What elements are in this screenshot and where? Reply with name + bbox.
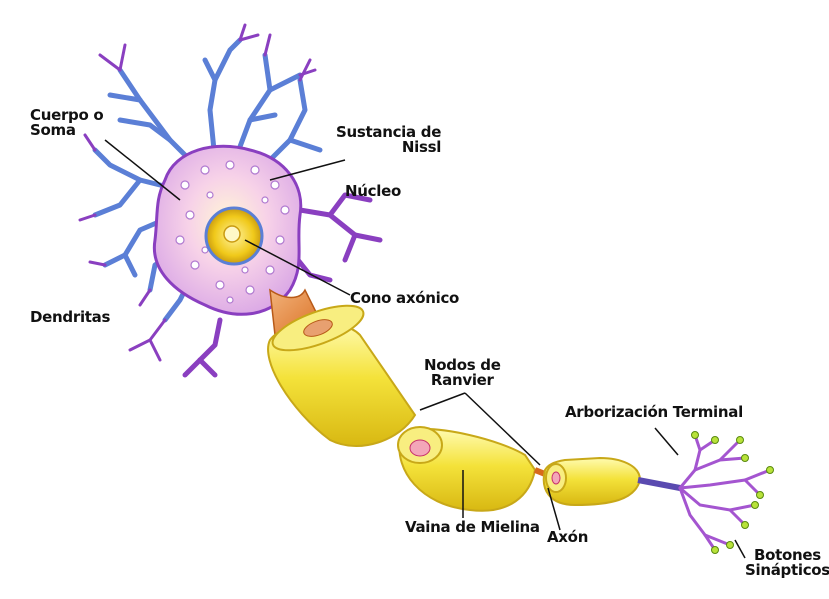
label-sustancia-line2: Nissl: [401, 138, 442, 156]
label-nodos-line1: Nodos de: [424, 356, 501, 374]
label-nodos-line2: Ranvier: [430, 371, 494, 389]
label-arborizacion-terminal: Arborización Terminal: [565, 403, 743, 421]
label-sustancia-line1: Sustancia de: [336, 123, 442, 141]
label-sustancia-nissl: Sustancia de Nissl: [336, 125, 441, 155]
terminal-arborization: [678, 433, 772, 552]
synaptic-boutons: [691, 431, 774, 554]
label-cono-axonico: Cono axónico: [350, 289, 460, 307]
leader-lines: [104, 139, 746, 559]
label-botones-line1: Botones: [754, 546, 821, 564]
label-cuerpo-line2: Soma: [30, 121, 76, 139]
label-botones-sinapticos: Botones Sinápticos: [745, 548, 829, 578]
label-cuerpo-line1: Cuerpo o: [30, 106, 104, 124]
myelin-segment-3: [542, 456, 642, 507]
label-nodos-ranvier: Nodos de Ranvier: [424, 358, 501, 388]
label-botones-line2: Sinápticos: [745, 561, 829, 579]
myelin-segment-1: [267, 304, 417, 447]
nucleolus: [223, 225, 241, 243]
label-vaina-mielina: Vaina de Mielina: [405, 518, 540, 536]
axon-terminal-stem: [637, 477, 681, 491]
myelin-segment-2: [397, 426, 537, 512]
label-dendritas: Dendritas: [30, 308, 111, 326]
label-axon: Axón: [547, 528, 589, 546]
dendrites: [78, 23, 383, 378]
label-nucleo: Núcleo: [345, 182, 401, 200]
nissl-granules: [175, 160, 290, 304]
label-cuerpo-soma: Cuerpo o Soma: [30, 106, 104, 139]
